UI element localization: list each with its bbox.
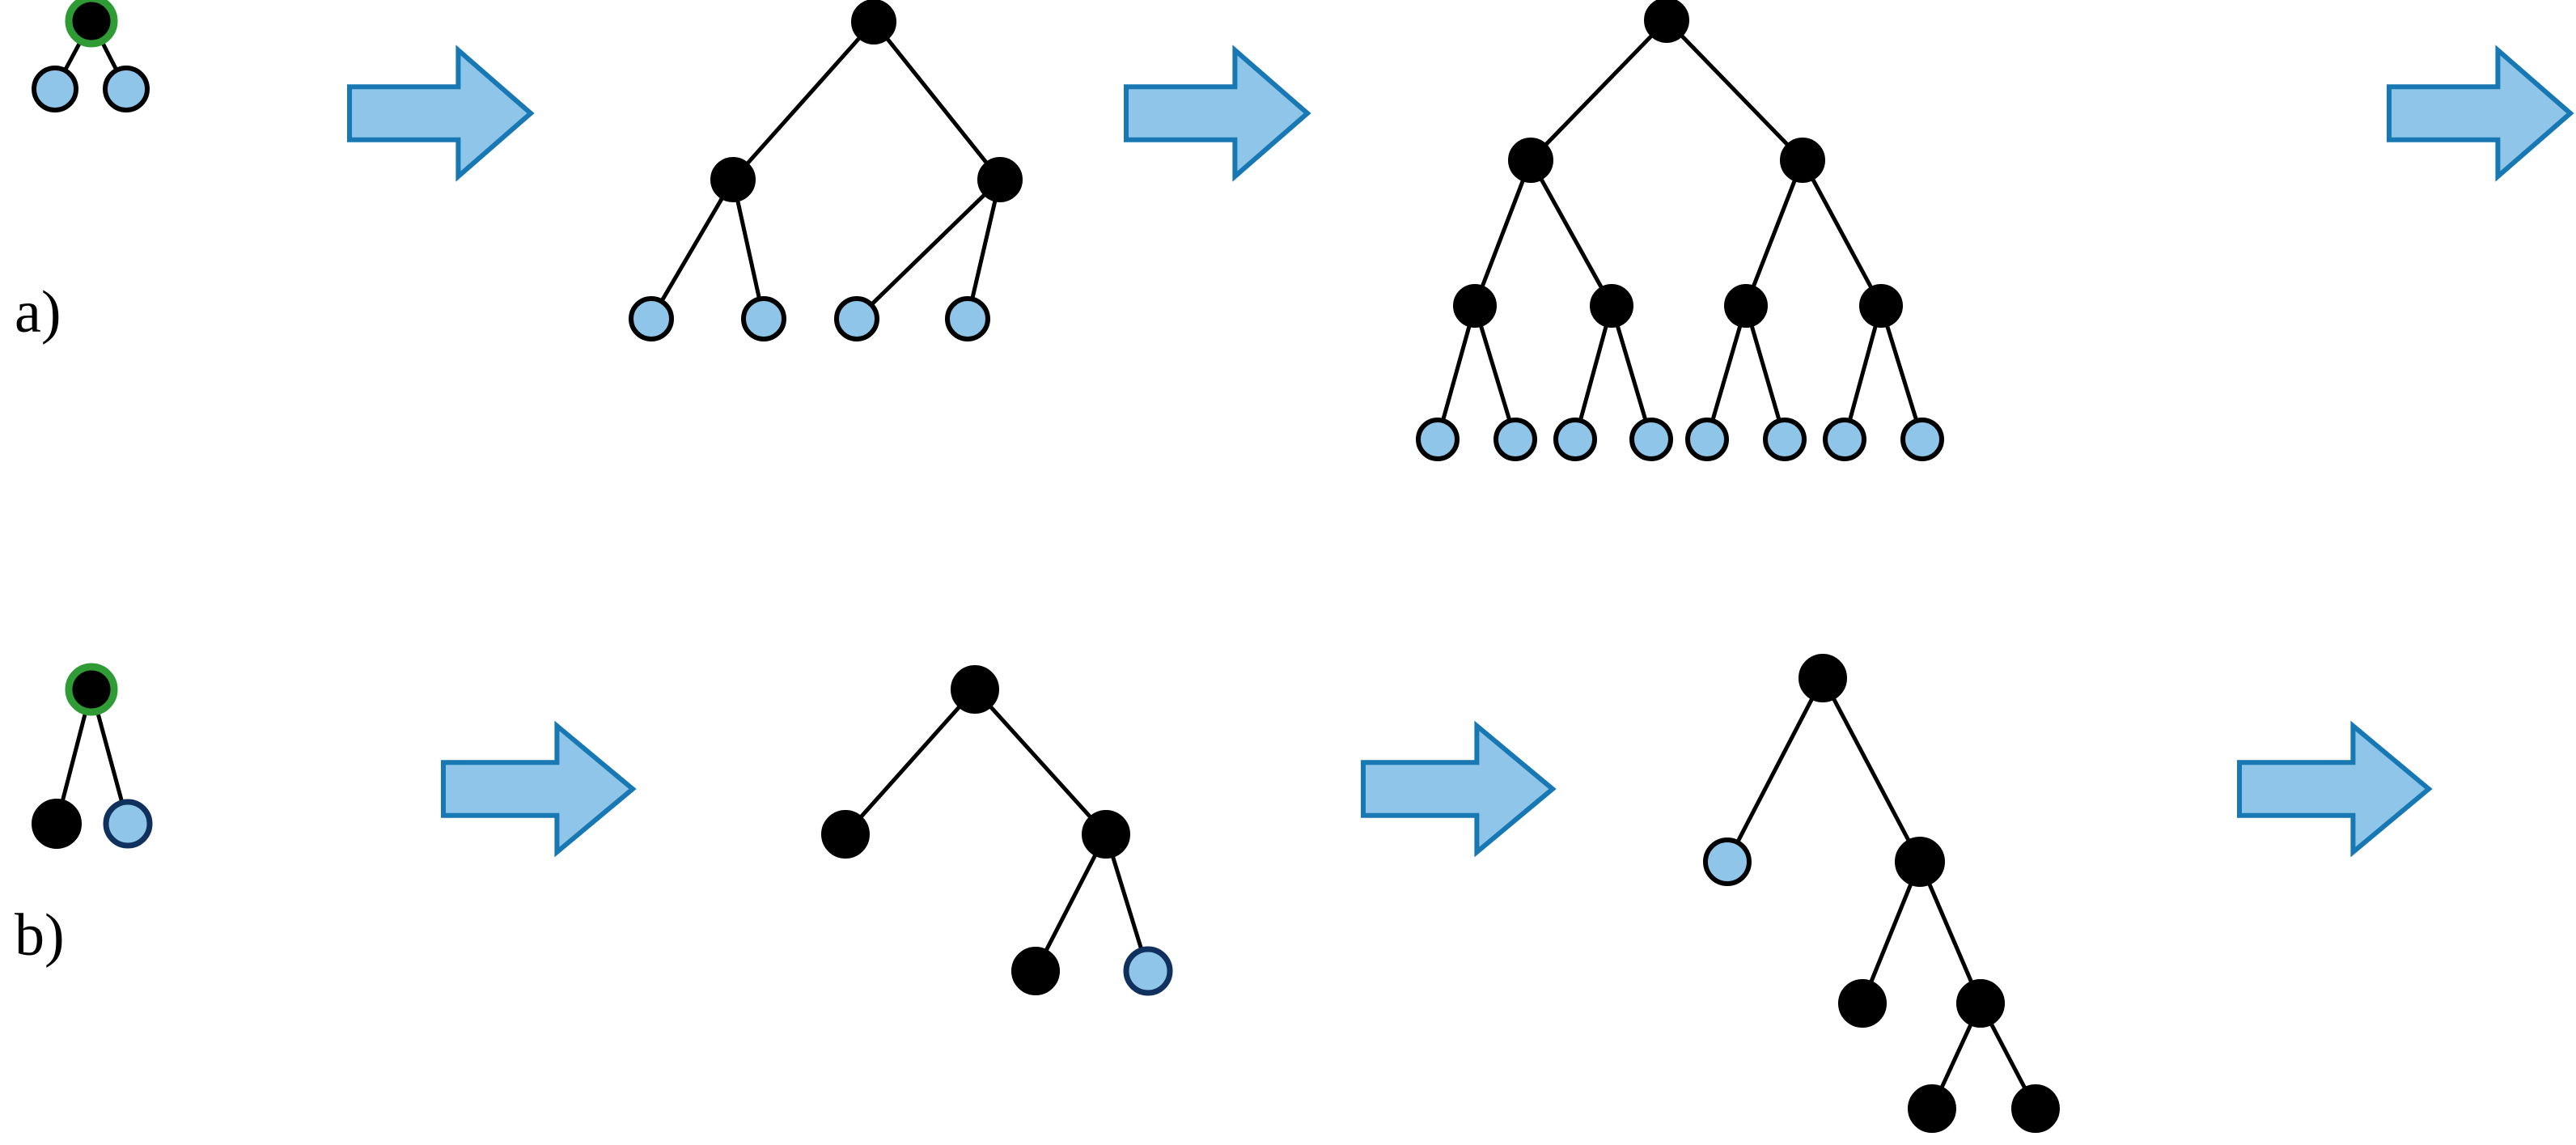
tree-node-black[interactable] (2011, 1084, 2060, 1133)
tree-node-black[interactable] (1644, 0, 1689, 43)
tree-edges-a3 (1435, 18, 1925, 442)
right-arrow-icon (1124, 45, 1311, 182)
tree-b2 (821, 665, 1173, 996)
tree-edge (731, 177, 766, 321)
tree-edge (1609, 303, 1654, 442)
tree-node-blue-leaf[interactable] (1493, 418, 1537, 461)
tree-edge (843, 687, 977, 837)
tree-a3 (1416, 0, 1944, 461)
tree-edge (871, 19, 1002, 182)
tree-edges-b2 (843, 687, 1150, 973)
tree-node-blue-leaf[interactable] (945, 296, 990, 341)
tree-edge (649, 177, 735, 321)
tree-nodes-b1 (32, 663, 153, 849)
tree-edge (1879, 303, 1925, 442)
tree-node-black[interactable] (951, 665, 999, 714)
tree-edge (854, 177, 1002, 321)
tree-edge (1472, 158, 1533, 308)
tree-node-blue-leaf[interactable] (741, 296, 786, 341)
tree-edge (1820, 676, 1922, 864)
tree-node-blue-leaf[interactable] (1416, 418, 1460, 461)
tree-node-black[interactable] (1799, 654, 1847, 702)
tree-node-black[interactable] (1453, 284, 1497, 328)
tree-nodes-a1 (32, 0, 150, 112)
tree-b1 (32, 663, 153, 849)
tree-node-black[interactable] (1956, 979, 2005, 1028)
tree-node-blue-leaf[interactable] (1823, 418, 1866, 461)
tree-node-black[interactable] (1908, 1084, 1956, 1133)
tree-edge (1860, 859, 1922, 1006)
tree-edges-a2 (649, 19, 1002, 321)
row-label-b: b) (15, 902, 65, 969)
tree-node-blue-highlighted[interactable] (1123, 946, 1173, 996)
tree-edge (1743, 303, 1787, 442)
tree-edge (1528, 18, 1669, 163)
tree-edge (1743, 158, 1805, 308)
tree-edge (1842, 303, 1883, 442)
tree-node-blue-leaf[interactable] (1900, 418, 1944, 461)
tree-edge (972, 687, 1108, 837)
tree-edge (1573, 303, 1614, 442)
tree-node-black[interactable] (1859, 284, 1903, 328)
right-arrow-icon (347, 45, 535, 182)
tree-node-black[interactable] (977, 157, 1023, 202)
tree-edge (1033, 832, 1108, 973)
tree-node-blue-leaf[interactable] (1763, 418, 1807, 461)
right-arrow-icon (2237, 720, 2433, 858)
tree-node-black[interactable] (821, 810, 870, 859)
tree-node-blue-leaf[interactable] (834, 296, 879, 341)
tree-node-root-highlighted[interactable] (65, 663, 118, 716)
tree-node-black[interactable] (1724, 284, 1768, 328)
tree-node-blue-leaf[interactable] (1629, 418, 1673, 461)
tree-edge (1435, 303, 1477, 442)
tree-nodes-a2 (629, 0, 1023, 341)
tree-node-blue-leaf[interactable] (103, 66, 150, 112)
tree-node-black[interactable] (32, 799, 82, 849)
tree-node-black[interactable] (1780, 138, 1825, 183)
tree-node-blue-leaf[interactable] (629, 296, 674, 341)
tree-nodes-a3 (1416, 0, 1944, 461)
tree-row-a (32, 0, 2574, 461)
tree-node-black[interactable] (1590, 284, 1633, 328)
tree-b3 (1703, 654, 2060, 1133)
right-arrow-icon (1361, 720, 1557, 858)
tree-nodes-b3 (1703, 654, 2060, 1133)
tree-node-black[interactable] (851, 0, 896, 45)
tree-edge (1705, 303, 1748, 442)
tree-edge (1472, 303, 1518, 442)
tree-node-blue-leaf[interactable] (1685, 418, 1729, 461)
tree-edge (1725, 676, 1825, 864)
tree-edge (1917, 859, 1983, 1006)
tree-edge (731, 19, 876, 182)
tree-edge (1664, 18, 1805, 163)
tree-node-black[interactable] (1082, 810, 1130, 859)
tree-edge (965, 177, 1002, 321)
tree-row-b (32, 654, 2433, 1133)
tree-node-blue-leaf[interactable] (1703, 838, 1752, 886)
tree-a2 (629, 0, 1023, 341)
tree-node-black[interactable] (1838, 979, 1887, 1028)
tree-node-black[interactable] (1011, 947, 1060, 995)
right-arrow-icon (2387, 45, 2574, 182)
tree-edge (1528, 158, 1614, 308)
tree-node-blue-highlighted[interactable] (103, 799, 153, 849)
tree-node-black[interactable] (710, 157, 756, 202)
tree-nodes-b2 (821, 665, 1173, 996)
tree-edge (1800, 158, 1883, 308)
tree-node-root-highlighted[interactable] (65, 0, 118, 48)
tree-a1 (32, 0, 150, 112)
tree-node-black[interactable] (1895, 837, 1945, 887)
tree-node-blue-leaf[interactable] (32, 66, 78, 112)
tree-edges-b3 (1725, 676, 2038, 1111)
tree-node-blue-leaf[interactable] (1553, 418, 1597, 461)
row-label-a: a) (15, 279, 61, 346)
right-arrow-icon (441, 720, 637, 858)
tree-node-black[interactable] (1508, 138, 1553, 183)
